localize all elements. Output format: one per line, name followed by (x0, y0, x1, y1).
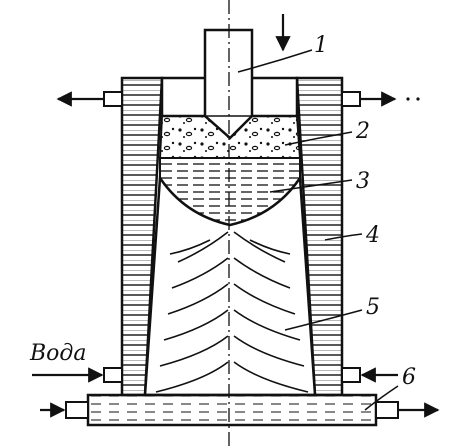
label-3: 3 (356, 169, 370, 194)
label-2: 2 (355, 119, 370, 144)
label-4: 4 (365, 223, 380, 248)
label-6: 6 (402, 365, 416, 390)
leader-4 (324, 233, 363, 241)
leader-2 (284, 131, 353, 146)
label-water: Вода (29, 341, 86, 366)
flow-arrows (32, 14, 440, 418)
label-5: 5 (366, 295, 380, 320)
label-1: 1 (314, 33, 328, 58)
solid-ingot (143, 174, 317, 397)
leader-5 (284, 309, 363, 331)
leader-6 (364, 385, 399, 411)
leader-1 (237, 49, 313, 73)
leader-lines (237, 49, 399, 411)
leader-3 (269, 179, 353, 193)
bottom-cooling-tray (65, 393, 399, 427)
trailing-dots (406, 97, 420, 101)
